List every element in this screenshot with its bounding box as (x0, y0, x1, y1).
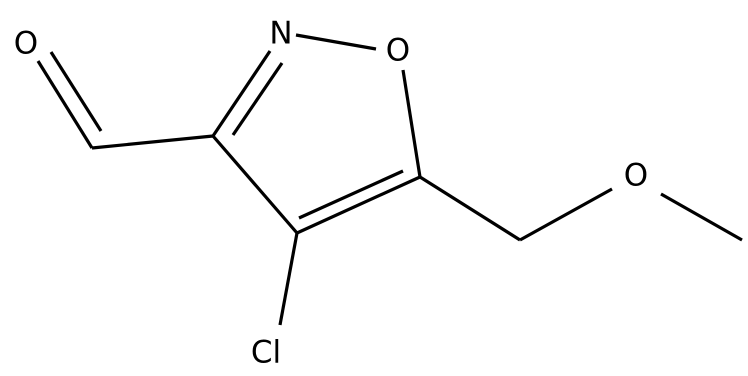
aldehyde-oxygen-label: O (14, 26, 38, 62)
c5-ch2-bond (419, 175, 521, 242)
ring-c4-c3-bond (211, 134, 299, 235)
c4-cl-bond (278, 232, 299, 326)
ring-oxygen-label: O (386, 33, 410, 69)
ether-o-methyl-bond (660, 192, 743, 242)
aldehyde-double-bond-outer (36, 60, 94, 149)
chlorine-label: Cl (251, 335, 281, 371)
ring-c3-n-double-bond-inner (231, 62, 284, 136)
ch2-ether-o-bond (519, 187, 613, 242)
ether-oxygen-label: O (624, 158, 648, 194)
ring-c5-c4-double-bond-inner (298, 169, 404, 220)
ring-o-c5-bond (401, 69, 422, 178)
aldehyde-double-bond-inner (49, 51, 103, 132)
ring-c5-c4-double-bond-outer (296, 175, 421, 235)
ring-nitrogen-label: N (269, 16, 292, 52)
ring-n-o-bond (295, 33, 377, 51)
aldehyde-c-to-ring-c3-bond (91, 134, 214, 150)
ring-c3-n-double-bond-outer (211, 50, 272, 137)
